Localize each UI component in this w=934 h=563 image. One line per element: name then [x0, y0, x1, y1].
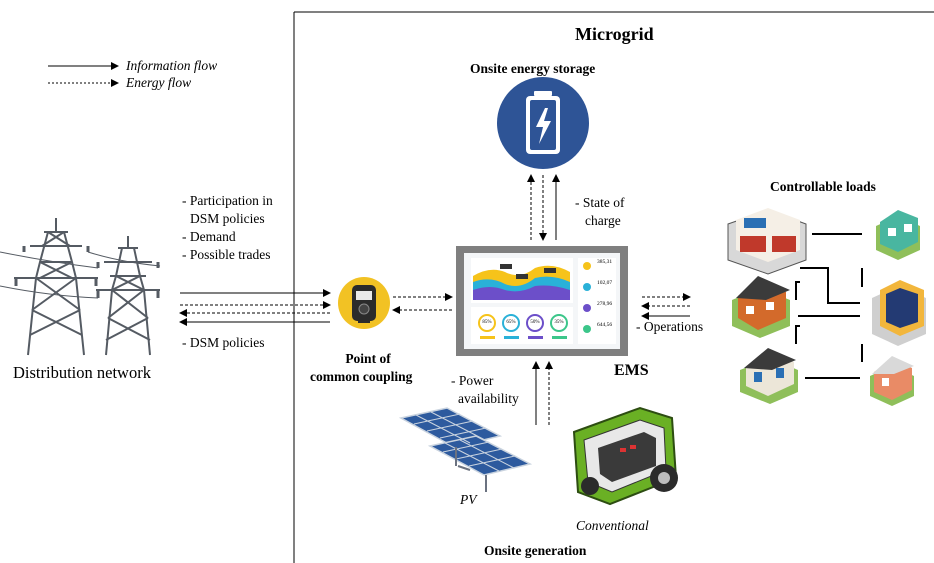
building-house-1-icon — [732, 276, 790, 338]
building-store-icon — [727, 208, 807, 275]
upstream-line-4: - Possible trades — [182, 247, 271, 262]
power-availability-line1: - Power — [451, 373, 494, 388]
building-house-2-icon — [740, 348, 798, 404]
legend-energy-flow-label: Energy flow — [126, 75, 192, 90]
gauge-1: 85% — [482, 320, 492, 325]
power-availability-line2: availability — [458, 391, 519, 406]
distribution-network-label: Distribution network — [13, 363, 151, 382]
building-cottage-icon — [870, 356, 914, 406]
microgrid-boundary — [293, 11, 934, 563]
storage-title: Onsite energy storage — [470, 61, 596, 76]
battery-icon — [497, 77, 589, 169]
stat-4: 644,56 — [597, 322, 613, 328]
operations-label: - Operations — [636, 319, 704, 334]
gauge-4: 35% — [554, 320, 564, 325]
load-connections — [795, 233, 863, 379]
upstream-line-2: DSM policies — [190, 211, 265, 226]
stat-3: 278,96 — [597, 301, 613, 307]
pcc-label-line1: Point of — [345, 351, 391, 366]
smart-meter-icon — [338, 277, 390, 329]
gauge-2: 65% — [506, 320, 516, 325]
pv-panel-icon — [398, 407, 533, 492]
controllable-loads-title: Controllable loads — [770, 179, 876, 194]
stat-1: 385,31 — [597, 259, 613, 265]
onsite-generation-title: Onsite generation — [484, 543, 587, 558]
pcc-label-line2: common coupling — [310, 369, 413, 384]
gauge-3: 50% — [530, 320, 540, 325]
ems-dashboard-icon — [456, 246, 628, 356]
ems-label: EMS — [614, 362, 649, 379]
legend-information-flow-label: Information flow — [126, 58, 218, 73]
state-of-charge-line1: - State of — [575, 195, 625, 210]
pv-label: PV — [460, 492, 477, 507]
upstream-line-1: - Participation in — [182, 193, 273, 208]
building-office-icon — [872, 280, 926, 346]
stat-2: 102,07 — [597, 280, 613, 286]
generator-icon — [572, 406, 678, 506]
conventional-label: Conventional — [576, 518, 649, 533]
state-of-charge-line2: charge — [585, 213, 621, 228]
upstream-line-3: - Demand — [182, 229, 236, 244]
transmission-towers-icon — [0, 218, 161, 356]
downstream-line: - DSM policies — [182, 335, 265, 350]
microgrid-title: Microgrid — [575, 24, 654, 44]
building-teal-icon — [876, 210, 920, 260]
